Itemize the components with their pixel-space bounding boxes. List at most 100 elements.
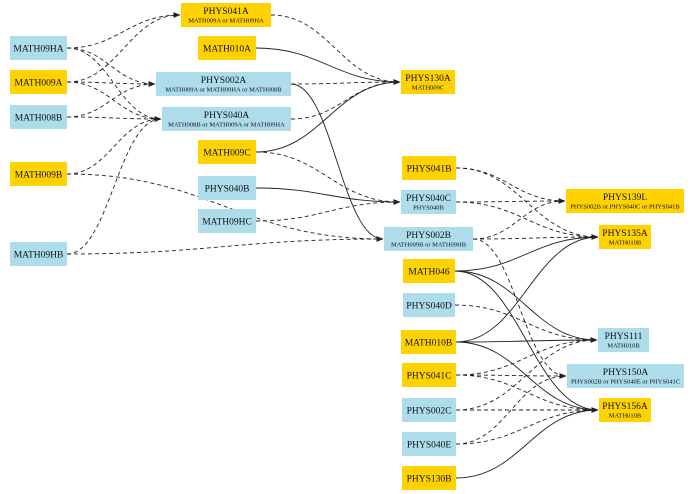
edges-layer xyxy=(66,12,599,479)
edge-math09ha-to-phys040a xyxy=(66,47,162,122)
node-label: MATH010A xyxy=(203,45,251,55)
edge-math09ha-to-phys002a xyxy=(66,47,156,87)
node-box xyxy=(598,328,649,352)
node-box xyxy=(566,189,684,213)
node-phys002c[interactable]: PHYS002C xyxy=(402,398,456,422)
node-box xyxy=(401,330,456,354)
edge-phys002c-to-phys111 xyxy=(455,337,598,411)
edge-math09hc-to-phys040c xyxy=(255,199,401,222)
node-math008b[interactable]: MATH008B xyxy=(10,105,67,129)
node-phys041b[interactable]: PHYS041B xyxy=(402,156,456,180)
node-phys130b[interactable]: PHYS130B xyxy=(402,466,456,490)
node-phys040b[interactable]: PHYS040B xyxy=(198,176,256,200)
node-label: PHYS040B xyxy=(205,185,250,195)
node-math010a[interactable]: MATH010A xyxy=(198,36,256,60)
edge-phys040b-to-phys040c xyxy=(255,187,401,205)
node-box xyxy=(181,3,271,27)
node-box xyxy=(403,259,455,283)
edge-math009a-to-phys040a xyxy=(66,81,162,122)
node-box xyxy=(198,36,256,60)
node-prereq-label: MATH010B xyxy=(609,413,642,420)
edge-phys041c-to-phys150a xyxy=(455,373,567,379)
node-prereq-label: PHYS002B or PHYS040E or PHYS041C xyxy=(571,379,680,386)
node-math09hc[interactable]: MATH09HC xyxy=(198,209,256,233)
node-box xyxy=(403,293,455,317)
node-math046[interactable]: MATH046 xyxy=(403,259,455,283)
node-prereq-label: MATH009C xyxy=(412,85,445,92)
edge-math046-to-phys156a xyxy=(454,270,599,413)
node-math009c[interactable]: MATH009C xyxy=(198,140,256,164)
node-label: PHYS135A xyxy=(602,229,648,239)
node-label: PHYS130A xyxy=(405,74,451,84)
node-box xyxy=(401,70,455,94)
edge-phys040e-to-phys150a xyxy=(455,373,567,445)
edge-phys041b-to-phys139l xyxy=(455,167,566,204)
edge-math009a-to-phys002a xyxy=(66,81,156,87)
node-box xyxy=(402,156,456,180)
node-label: MATH009B xyxy=(15,171,63,181)
edge-math008b-to-phys040a xyxy=(66,116,162,122)
node-prereq-label: MATH009A or MATH09HA xyxy=(188,18,264,25)
node-label: PHYS002C xyxy=(407,407,452,417)
node-box xyxy=(198,209,256,233)
edge-phys040d-to-phys111 xyxy=(454,304,598,343)
node-prereq-label: MATH010B xyxy=(609,240,642,247)
node-label: PHYS150A xyxy=(603,368,649,378)
node-label: PHYS041B xyxy=(407,165,452,175)
node-math009b[interactable]: MATH009B xyxy=(10,162,67,186)
node-label: MATH09HC xyxy=(202,218,252,228)
edge-phys002b-to-phys139l xyxy=(472,198,566,240)
node-label: MATH09HB xyxy=(14,251,64,261)
node-label: MATH008B xyxy=(15,114,63,124)
edge-phys040c-to-phys139l xyxy=(455,198,566,204)
node-label: PHYS139L xyxy=(603,193,648,203)
node-label: MATH009C xyxy=(203,149,251,159)
node-math09hb[interactable]: MATH09HB xyxy=(10,242,67,266)
edge-math009c-to-phys040c xyxy=(255,151,401,205)
edge-phys041c-to-phys156a xyxy=(455,374,599,413)
edge-math008b-to-phys002a xyxy=(66,81,156,118)
node-label: PHYS130B xyxy=(407,475,452,485)
node-label: PHYS111 xyxy=(605,332,643,342)
node-box xyxy=(156,72,291,96)
edge-math009a-to-phys041a xyxy=(66,12,181,83)
edge-phys130b-to-phys156a xyxy=(455,407,599,479)
node-prereq-label: PHYS002B or PHYS040C or PHYS041B xyxy=(570,204,680,211)
edge-math009c-to-phys130a xyxy=(255,79,401,153)
node-phys041c[interactable]: PHYS041C xyxy=(402,363,456,387)
node-prereq-label: MATH008B or MATH009A or MATH09HA xyxy=(168,122,285,129)
node-label: PHYS040D xyxy=(406,302,452,312)
node-box xyxy=(198,140,256,164)
node-prereq-label: PHYS040B xyxy=(413,205,444,212)
node-label: PHYS040C xyxy=(406,194,451,204)
node-box xyxy=(599,225,651,249)
node-box xyxy=(402,363,456,387)
edge-phys002b-to-phys150a xyxy=(472,238,567,379)
edge-phys002a-to-phys002b xyxy=(290,83,384,242)
node-label: PHYS041C xyxy=(407,372,452,382)
node-label: PHYS040E xyxy=(407,441,452,451)
edge-math010a-to-phys130a xyxy=(255,47,401,85)
node-math09ha[interactable]: MATH09HA xyxy=(10,36,67,60)
node-prereq-label: MATH010B xyxy=(607,343,640,350)
edge-phys002b-to-phys135a xyxy=(472,234,599,240)
edge-math09ha-to-phys041a xyxy=(66,12,181,49)
node-math009a[interactable]: MATH009A xyxy=(10,70,67,94)
node-phys040e[interactable]: PHYS040E xyxy=(402,432,456,456)
node-math010b[interactable]: MATH010B xyxy=(401,330,456,354)
node-phys040d[interactable]: PHYS040D xyxy=(403,293,455,317)
node-label: MATH046 xyxy=(408,268,449,278)
node-box xyxy=(402,398,456,422)
